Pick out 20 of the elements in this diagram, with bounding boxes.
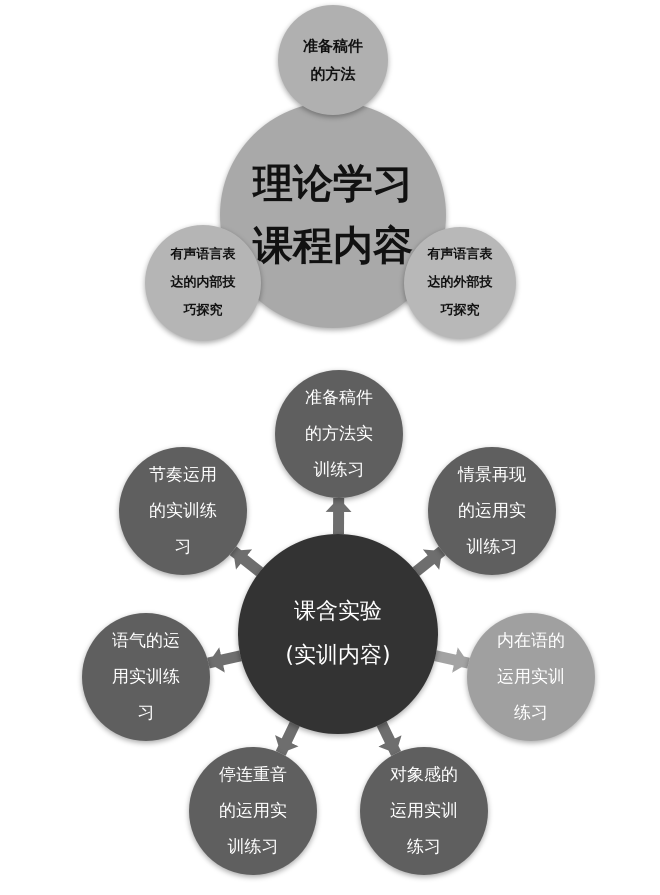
circle-label: 有声语言表达的外部技巧探究 [426, 246, 494, 320]
circle-label: 语气的运用实训练习 [111, 630, 181, 725]
arrow [207, 647, 242, 673]
circle-label: 停连重音的运用实训练习 [218, 764, 288, 859]
circle-label: 课含实验 [294, 598, 382, 626]
arrow [275, 722, 300, 756]
circle-label: 有声语言表达的内部技巧探究 [169, 246, 236, 320]
arrow [230, 546, 264, 576]
circle-label: 对象感的运用实训练习 [389, 764, 459, 859]
circle-label: 准备稿件的方法实训练习 [304, 387, 374, 482]
circle-label: 准备稿件的方法 [302, 36, 364, 85]
arrow [376, 722, 402, 756]
circle-label: 内在语的运用实训练习 [496, 630, 566, 725]
arrow [412, 546, 446, 576]
circle-label: 情景再现的运用实训练习 [456, 464, 527, 559]
circle-label: 理论学习课程内容 [251, 160, 414, 271]
arrow [434, 647, 470, 673]
arrow [326, 498, 352, 534]
circle-label: (实训内容) [285, 642, 391, 670]
circle-label: 节奏运用的实训练习 [148, 464, 218, 559]
